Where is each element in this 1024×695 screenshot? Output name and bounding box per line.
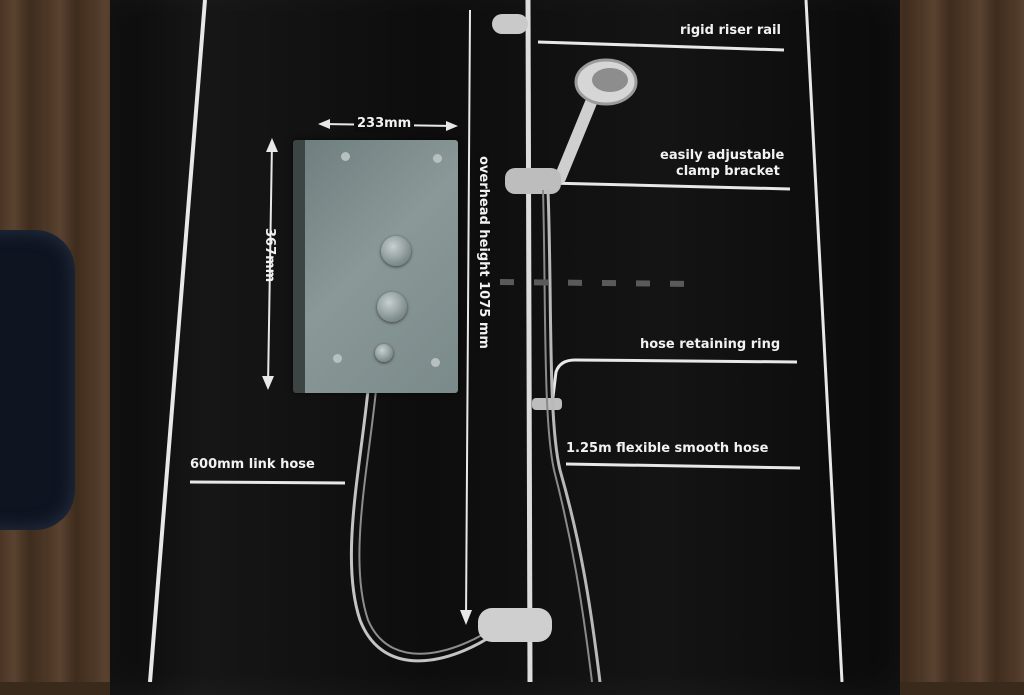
overhead-height-arrow: [465, 9, 471, 621]
width-dimension-label: 233mm: [354, 116, 415, 132]
product-box: [110, 0, 900, 695]
clamp-bracket-label-line2: clamp bracket: [676, 164, 780, 179]
riser-rail: [525, 0, 533, 682]
riser-rail-leader: [537, 40, 785, 52]
flow-knob: [377, 292, 407, 322]
hose-retaining-ring-label: hose retaining ring: [640, 337, 781, 352]
shower-control-unit: [293, 140, 458, 393]
overhead-height-label: overhead height 1075 mm: [475, 154, 491, 351]
wall-outlet-elbow: [478, 608, 552, 642]
clamp-bracket: [505, 168, 561, 194]
clamp-bracket-leader: [547, 181, 791, 191]
screw: [431, 358, 440, 367]
screw: [333, 354, 342, 363]
slipper: [0, 230, 75, 530]
flexible-hose-label: 1.25m flexible smooth hose: [566, 441, 769, 456]
link-hose: [349, 389, 501, 663]
panel-edge-right: [804, 0, 844, 682]
rail-top-bracket: [492, 14, 528, 34]
height-dimension-label: 367mm: [262, 228, 277, 283]
screw: [341, 152, 350, 161]
start-button: [375, 344, 393, 362]
flexible-hose-leader: [565, 462, 801, 470]
hose-ring-leader: [550, 358, 798, 406]
height-dimension-arrow: [267, 141, 273, 387]
panel-edge-left: [148, 0, 207, 682]
shower-handle: [554, 94, 598, 184]
flexible-hose: [546, 189, 602, 682]
link-hose-label: 600mm link hose: [190, 457, 315, 472]
link-hose-leader: [189, 480, 346, 485]
rigid-riser-rail-label: rigid riser rail: [680, 23, 781, 38]
clamp-bracket-label-line1: easily adjustable: [660, 148, 785, 163]
temperature-knob: [381, 236, 411, 266]
screw: [433, 154, 442, 163]
